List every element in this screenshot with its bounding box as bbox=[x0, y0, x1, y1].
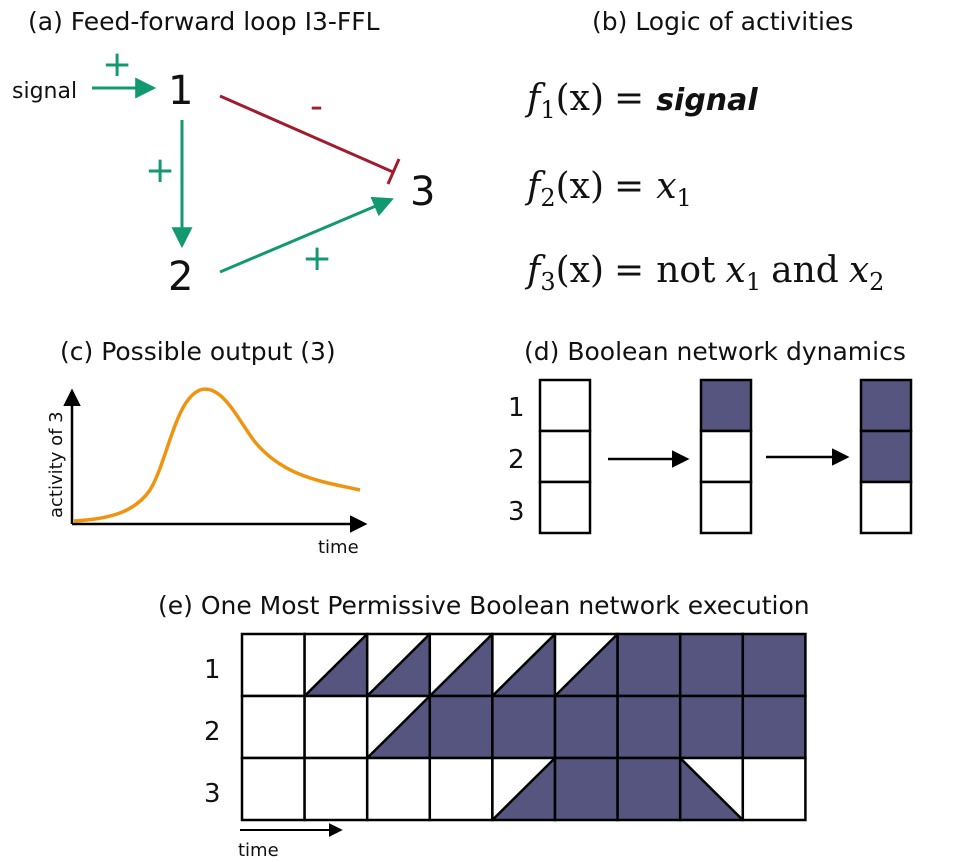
grid-cell-r3-c8-diagonal bbox=[679, 757, 744, 821]
panel-c: (c) Possible output (3) activity of 3 ti… bbox=[46, 337, 368, 558]
panel-b: (b) Logic of activities f1(x)=signal f2(… bbox=[524, 7, 884, 296]
grid-cell-r1-c3-diagonal bbox=[366, 633, 431, 697]
grid-cell-r2-c2 bbox=[304, 696, 368, 758]
state-cell-t0-node3 bbox=[538, 480, 592, 535]
equation-f2: f2(x)=x1 bbox=[524, 166, 692, 212]
panel-a: (a) Feed-forward loop I3-FFL signal + 1 … bbox=[12, 7, 435, 300]
state-cell-t0-node2 bbox=[538, 429, 592, 484]
grid-cell-r2-c8 bbox=[680, 696, 743, 758]
panel-a-title: (a) Feed-forward loop I3-FFL bbox=[28, 7, 380, 36]
grid-cell-r3-c2 bbox=[304, 758, 368, 820]
edge-2-to-3 bbox=[219, 196, 394, 274]
grid-cell-r2-c6 bbox=[555, 696, 618, 758]
grid-cell-r2-c3-diagonal bbox=[366, 695, 431, 759]
state-cell-t1-node2 bbox=[699, 429, 753, 484]
grid-cell-r3-c7 bbox=[617, 758, 681, 820]
state-cell-t2-node3 bbox=[859, 480, 913, 535]
sign-1-2: + bbox=[145, 150, 175, 191]
d-row-label-2: 2 bbox=[508, 445, 525, 475]
grid-cell-r2-c5 bbox=[492, 696, 555, 758]
state-cell-t0-node1 bbox=[538, 378, 592, 433]
grid-cell-r1-c5-diagonal bbox=[491, 633, 556, 697]
inhibition-bar bbox=[386, 158, 401, 185]
grid-cell-r1-c1 bbox=[242, 634, 305, 696]
panel-e: (e) One Most Permissive Boolean network … bbox=[158, 591, 810, 861]
y-axis-label: activity of 3 bbox=[46, 411, 67, 518]
grid-cell-r3-c6 bbox=[555, 758, 618, 820]
equation-f1: f1(x)=signal bbox=[524, 78, 758, 124]
grid-cell-r3-c9 bbox=[742, 758, 806, 820]
state-columns bbox=[538, 378, 913, 535]
signal-label: signal bbox=[12, 79, 77, 104]
grid-cell-r1-c6-diagonal bbox=[554, 633, 619, 697]
x-axis-label: time bbox=[318, 537, 359, 558]
e-row-label-2: 2 bbox=[204, 717, 221, 747]
grid-cell-r2-c1 bbox=[242, 696, 305, 758]
state-cell-t2-node2 bbox=[859, 429, 913, 484]
node-2: 2 bbox=[168, 254, 193, 300]
grid-cell-r3-c3 bbox=[367, 758, 430, 820]
grid-cell-r1-c7 bbox=[617, 634, 681, 696]
state-cell-t2-node1 bbox=[859, 378, 913, 433]
grid-cell-r3-c5-diagonal bbox=[491, 757, 556, 821]
e-row-label-3: 3 bbox=[204, 779, 221, 809]
panel-e-title: (e) One Most Permissive Boolean network … bbox=[158, 591, 810, 620]
node-3: 3 bbox=[410, 169, 435, 215]
grid-cell-r2-c4 bbox=[429, 696, 493, 758]
execution-grid bbox=[240, 632, 807, 822]
grid-cell-r1-c8 bbox=[680, 634, 743, 696]
grid-cell-r3-c4 bbox=[429, 758, 493, 820]
e-row-label-1: 1 bbox=[204, 655, 221, 685]
time-label: time bbox=[238, 840, 279, 861]
grid-cell-r2-c7 bbox=[617, 696, 681, 758]
panel-d: (d) Boolean network dynamics 1 2 3 bbox=[508, 337, 913, 535]
grid-cell-r1-c4-diagonal bbox=[428, 633, 494, 697]
panel-d-title: (d) Boolean network dynamics bbox=[524, 337, 906, 366]
panel-b-title: (b) Logic of activities bbox=[592, 7, 853, 36]
state-cell-t1-node1 bbox=[699, 378, 753, 433]
state-cell-t1-node3 bbox=[699, 480, 753, 535]
sign-signal-1: + bbox=[102, 44, 132, 85]
sign-1-3: - bbox=[310, 86, 323, 127]
grid-cell-r1-c9 bbox=[742, 634, 806, 696]
grid-cell-r3-c1 bbox=[242, 758, 305, 820]
node-1: 1 bbox=[168, 68, 193, 114]
edge-1-inhibits-3 bbox=[219, 94, 394, 174]
grid-cell-r2-c9 bbox=[742, 696, 806, 758]
grid-cell-r1-c2-diagonal bbox=[303, 633, 369, 697]
grid-cell-r3-c9-border bbox=[741, 756, 807, 822]
d-row-label-1: 1 bbox=[508, 393, 525, 423]
d-row-label-3: 3 bbox=[508, 497, 525, 527]
panel-c-title: (c) Possible output (3) bbox=[60, 337, 336, 366]
output-curve bbox=[73, 387, 361, 523]
sign-2-3: + bbox=[302, 238, 332, 279]
